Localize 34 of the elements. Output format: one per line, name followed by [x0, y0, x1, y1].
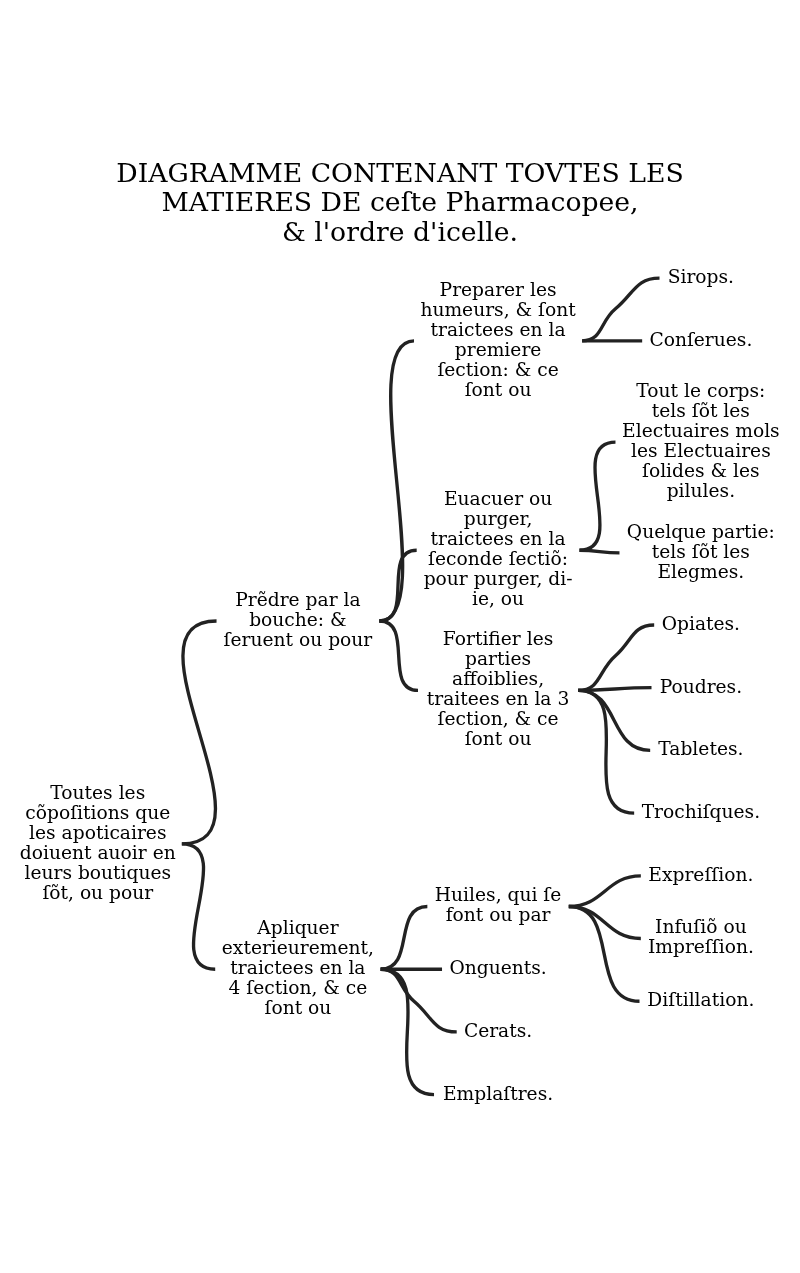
node-text: Diſtillation. [647, 988, 755, 1010]
node-text: Opiates. [661, 612, 741, 634]
connector [181, 841, 216, 971]
node-text: Infuſiõ ou Impreſſion. [647, 915, 754, 957]
connector [380, 967, 435, 1096]
node-text: Sirops. [667, 265, 735, 287]
node-text: Poudres. [659, 675, 743, 697]
connector [568, 904, 640, 1003]
node-text: Tout le corps: tels ſõt les Electuaires mols les Electuaires ſolides & les pilules. [622, 379, 780, 501]
connector [578, 622, 655, 692]
connector [379, 548, 417, 623]
diagram-title: DIAGRAMME CONTENANT TOVTES LES MATIERES DE ceſte Pharmacopee, & l'ordre d'icelle. [116, 156, 684, 247]
connector [577, 688, 635, 815]
node-text: Emplaſtres. [442, 1082, 554, 1104]
connector [579, 548, 620, 555]
node-text: Euacuer ou purger, traictees en la ſeconde ſectiõ: pour purger, di-ie, ou [423, 487, 573, 609]
node-text: Conſerues. [649, 328, 753, 350]
connector [582, 275, 660, 342]
node-text: Huiles, qui ſe font ou par [434, 883, 562, 925]
node-text: Preparer les humeurs, & ſont traictees en la premiere ſection: & ce ſont ou [420, 278, 576, 400]
node-text: Prẽdre par la bouche: & ſeruent ou pour [223, 588, 373, 650]
connector [380, 904, 428, 971]
node-text: Onguents. [449, 956, 547, 978]
node-text: Quelque partie: tels ſõt les Elegmes. [626, 520, 775, 582]
node-text: Expreſſion. [648, 863, 754, 885]
node-text: Fortifier les parties affoiblies, traitees en la 3 ſection, & ce ſont ou [426, 627, 570, 749]
node-text: Cerats. [463, 1019, 533, 1041]
connector [582, 338, 643, 342]
node-text: Toutes les cõpoſitions que les apoticaires doiuent auoir en leurs boutiques ſõt, ou pour [19, 781, 176, 903]
node-text: Trochiſques. [641, 800, 761, 822]
connector [181, 618, 217, 845]
node-text: Tabletes. [658, 737, 744, 759]
node-text: Apliquer exterieurement, traictees en la 4 ſection, & ce ſont ou [221, 916, 375, 1018]
connector [579, 440, 616, 552]
